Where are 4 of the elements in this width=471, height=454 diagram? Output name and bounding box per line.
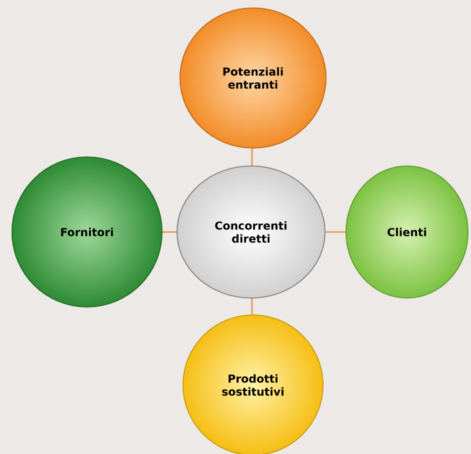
connector-line bbox=[251, 148, 253, 166]
connector-line bbox=[251, 298, 253, 314]
connector-line bbox=[326, 231, 346, 233]
connector-line bbox=[162, 231, 176, 233]
